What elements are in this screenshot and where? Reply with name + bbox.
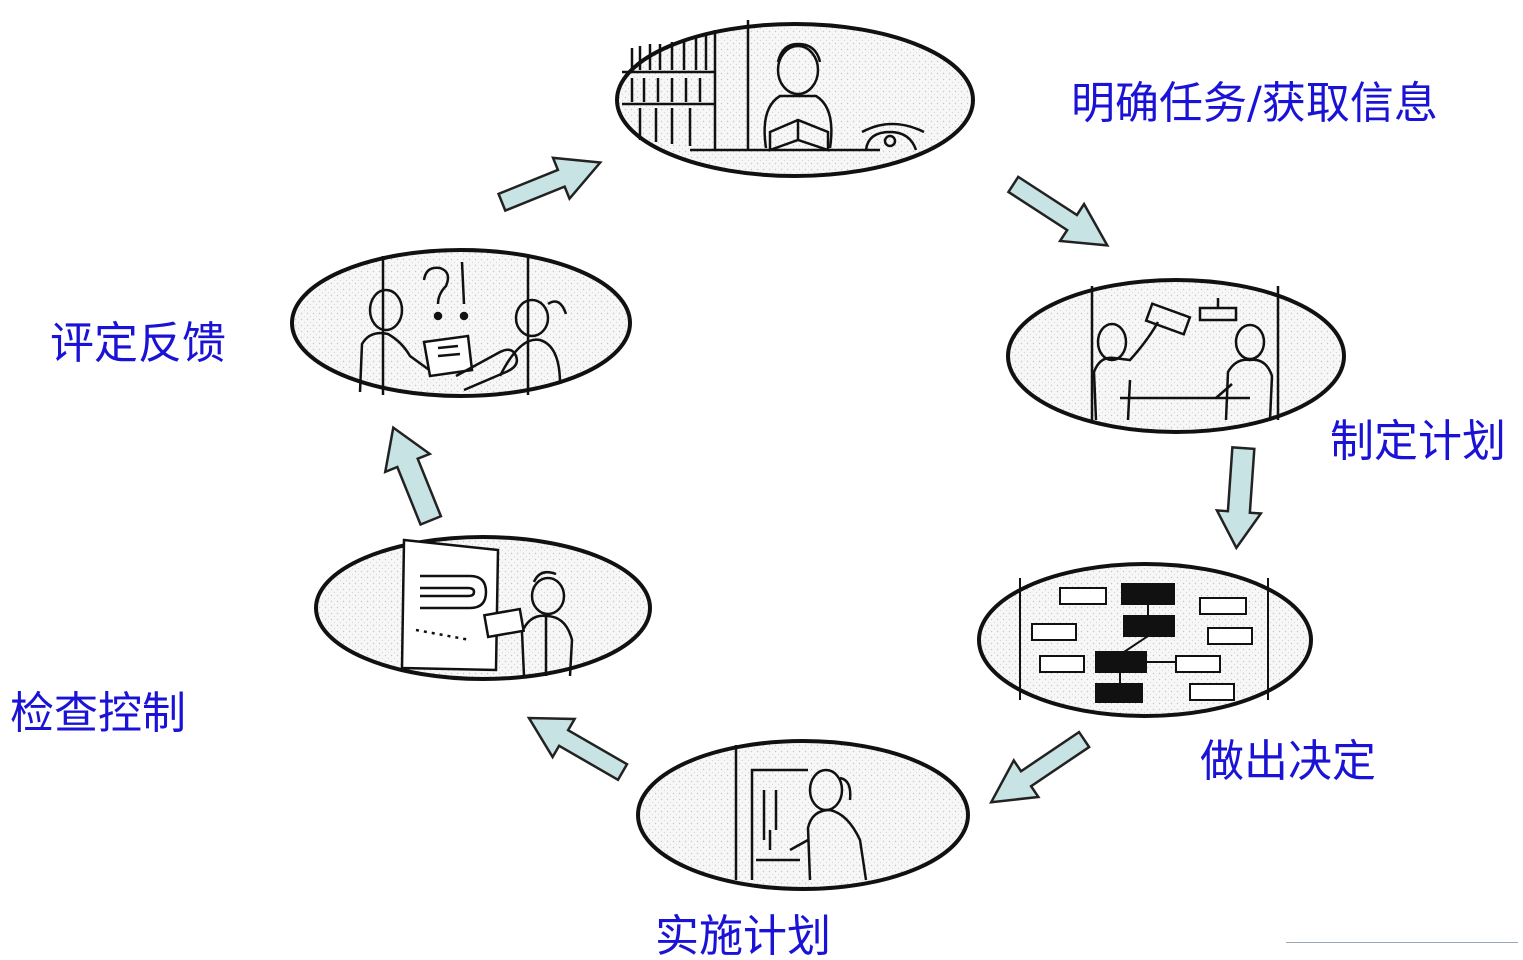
person-reading-at-desk-icon — [622, 20, 925, 152]
worker-at-drill-press-icon — [734, 745, 868, 881]
scene-step4 — [636, 739, 970, 891]
arrow-step1-to-step2 — [1006, 175, 1110, 247]
decision-flowchart-board-icon — [1019, 578, 1269, 703]
step-label-evaluate-feedback: 评定反馈 — [50, 318, 226, 369]
scene-step3 — [977, 562, 1313, 718]
scene-step5 — [314, 535, 652, 681]
two-people-discussing-icon — [358, 256, 568, 395]
arrow-step6-to-step1 — [496, 156, 603, 213]
arrow-step3-to-step4 — [988, 730, 1091, 804]
step-label-make-decision: 做出决定 — [1200, 736, 1376, 787]
scene-step6 — [290, 248, 632, 398]
step-label-make-plan: 制定计划 — [1330, 416, 1506, 467]
step-label-clarify-task: 明确任务/获取信息 — [1071, 78, 1438, 129]
two-people-at-planning-board-icon — [1090, 286, 1280, 421]
step-label-check-control: 检查控制 — [10, 688, 186, 739]
step-label-implement-plan: 实施计划 — [655, 911, 831, 960]
worker-checking-drawing-icon — [400, 538, 574, 677]
arrow-step5-to-step6 — [383, 425, 443, 527]
cycle-arrows — [383, 156, 1264, 804]
arrow-step2-to-step3 — [1214, 446, 1264, 551]
arrow-step4-to-step5 — [526, 716, 629, 782]
scene-step2 — [1006, 278, 1346, 434]
scene-step1 — [615, 20, 975, 178]
divider-line — [1286, 942, 1518, 943]
